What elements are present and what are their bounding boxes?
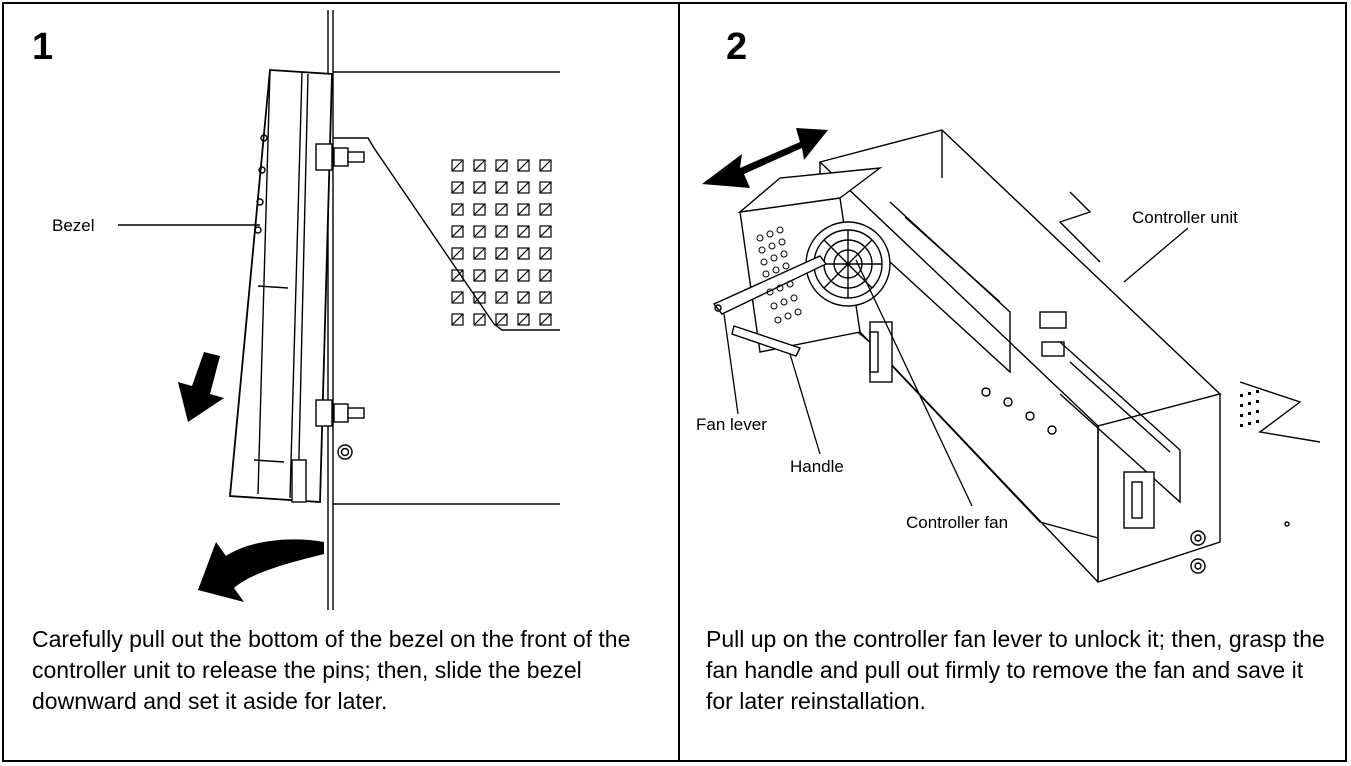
step-2-caption: Pull up on the controller fan lever to u… [706, 626, 1325, 714]
handle-leader [789, 353, 821, 455]
step-2-panel: 2 [680, 2, 1347, 762]
panel-divider [678, 2, 680, 762]
step-1-illustration: Bezel [52, 10, 560, 610]
bezel-label: Bezel [52, 216, 95, 235]
step-1-number: 1 [32, 26, 54, 68]
double-arrow-icon [702, 128, 828, 188]
curved-arrow-icon [198, 539, 324, 602]
handle-label: Handle [790, 457, 844, 476]
step-2-illustration: Controller unit Fan lever Handle Control… [696, 128, 1321, 583]
controller-unit-label: Controller unit [1132, 208, 1238, 227]
fan-lever-label: Fan lever [696, 415, 767, 434]
controller-fan-label: Controller fan [906, 513, 1008, 532]
side-vent-dots [1240, 390, 1259, 427]
fan-vent-holes [756, 226, 802, 324]
controller-fan-leader [855, 259, 973, 507]
vent-grid [451, 159, 552, 326]
down-arrow-icon [178, 352, 224, 422]
step-2-number: 2 [726, 26, 748, 68]
fan-lever-leader [723, 313, 739, 415]
controller-unit-leader [1123, 227, 1189, 283]
step-1-caption: Carefully pull out the bottom of the bez… [32, 626, 631, 714]
step-1-panel: 1 [2, 2, 678, 762]
